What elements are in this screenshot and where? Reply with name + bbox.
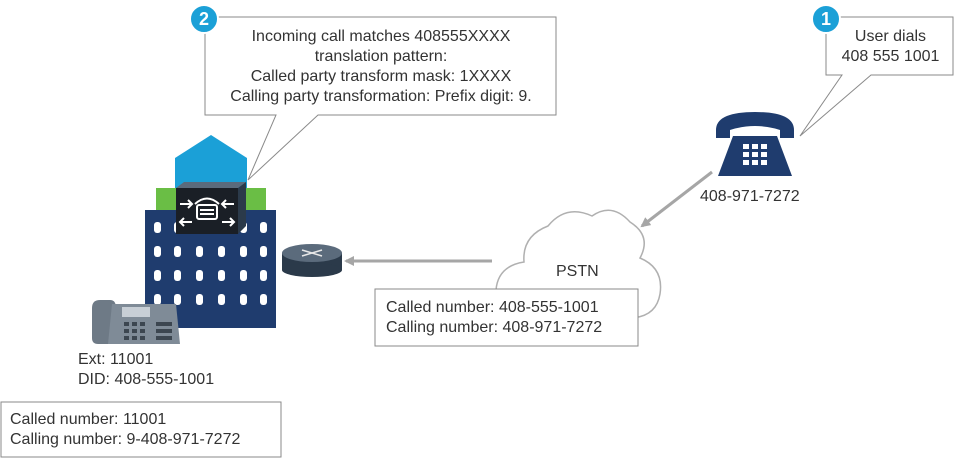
pstn-numbers: Called number: 408-555-1001 Calling numb… bbox=[386, 298, 602, 338]
step2-text: Incoming call matches 408555XXXX transla… bbox=[207, 27, 555, 107]
router-icon bbox=[282, 244, 342, 277]
extension-info: Ext: 11001 DID: 408-555-1001 bbox=[78, 350, 214, 390]
step1-callout bbox=[799, 16, 954, 137]
ip-phone-icon bbox=[92, 300, 180, 344]
step1-line-1: User dials bbox=[854, 28, 927, 45]
result-calling-number: Calling number: 9-408-971-7272 bbox=[10, 431, 241, 448]
step1-badge: 1 bbox=[811, 4, 841, 34]
pstn-number-box bbox=[374, 288, 639, 347]
step2-callout bbox=[204, 16, 557, 181]
step2-line-3: Called party transform mask: 1XXXX bbox=[250, 68, 512, 85]
did-label: DID: 408-555-1001 bbox=[78, 371, 215, 388]
result-called-number: Called number: 11001 bbox=[10, 411, 167, 428]
step2-line-2: translation pattern: bbox=[314, 48, 448, 65]
extension-label: Ext: 11001 bbox=[78, 351, 154, 368]
step2-line-1: Incoming call matches 408555XXXX bbox=[251, 28, 511, 45]
step2-badge-number: 2 bbox=[199, 9, 209, 29]
step1-line-2: 408 555 1001 bbox=[841, 48, 940, 65]
step1-text: User dials 408 555 1001 bbox=[830, 27, 951, 67]
step1-badge-number: 1 bbox=[821, 9, 831, 29]
pstn-called-number: Called number: 408-555-1001 bbox=[386, 299, 599, 316]
desk-phone-icon bbox=[716, 112, 794, 176]
pstn-calling-number: Calling number: 408-971-7272 bbox=[386, 319, 603, 336]
result-numbers: Called number: 11001 Calling number: 9-4… bbox=[10, 410, 240, 450]
caller-to-pstn-arrow bbox=[640, 170, 713, 228]
result-number-box bbox=[0, 401, 282, 458]
call-manager-icon bbox=[176, 182, 246, 234]
step2-badge: 2 bbox=[189, 4, 219, 34]
step2-line-4: Calling party transformation: Prefix dig… bbox=[230, 88, 532, 105]
caller-number: 408-971-7272 bbox=[700, 188, 800, 205]
pstn-label: PSTN bbox=[556, 263, 599, 280]
